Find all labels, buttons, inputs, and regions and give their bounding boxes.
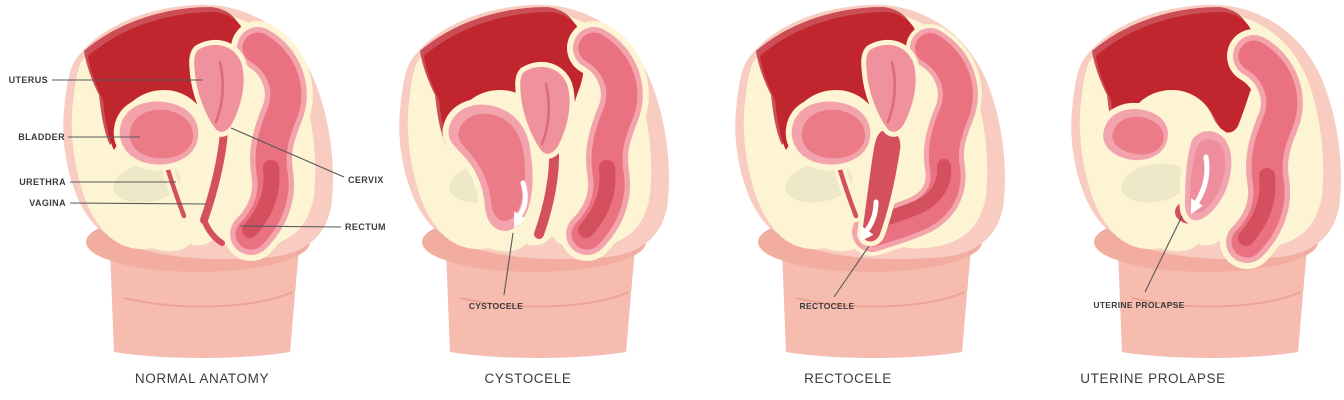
arrow-head — [1191, 198, 1203, 214]
panel-uterine-prolapse: UTERINE PROLAPSE UTERINE PROLAPSE — [1070, 3, 1343, 386]
vagina — [532, 143, 562, 241]
uterine-prolapse-leader-line — [1144, 215, 1183, 293]
bladder-prolapsed — [442, 98, 539, 238]
uterine-prolapse-label: UTERINE PROLAPSE — [1093, 300, 1184, 310]
uterus-label: UTERUS — [9, 75, 48, 85]
bladder-fill — [1112, 116, 1164, 155]
panel-title-uterine-prolapse: UTERINE PROLAPSE — [1080, 371, 1225, 386]
panel-rectocele: RECTOCELE RECTOCELE — [734, 3, 1007, 386]
urethra-label: URETHRA — [19, 177, 66, 187]
bladder-fill — [458, 113, 526, 221]
vagina-leader-line — [69, 202, 208, 205]
rectocele-label: RECTOCELE — [800, 301, 855, 311]
vagina-wide — [856, 124, 906, 247]
rectum — [586, 48, 622, 234]
prolapse-arrow — [1191, 154, 1210, 214]
bladder — [120, 102, 198, 165]
leader-lines — [52, 79, 345, 228]
bladder-displaced — [1097, 103, 1174, 166]
rectum-leader-line — [239, 225, 342, 228]
panel-title-normal-anatomy: NORMAL ANATOMY — [135, 371, 269, 386]
cervix-leader-line — [230, 127, 345, 178]
arrow-head — [860, 225, 874, 241]
panel-title-cystocele: CYSTOCELE — [485, 371, 572, 386]
bladder — [792, 102, 870, 165]
arrow-shaft — [1194, 154, 1210, 205]
cystocele-leader-line — [503, 232, 514, 296]
prolapse-arrow — [860, 199, 879, 241]
rectum — [1246, 56, 1282, 242]
rectum — [250, 48, 286, 234]
bladder-label: BLADDER — [18, 132, 65, 142]
vagina-canal — [862, 130, 901, 242]
panel-cystocele: CYSTOCELE CYSTOCELE — [398, 3, 671, 386]
vagina-canal — [534, 145, 560, 239]
vaginal-opening — [201, 217, 225, 246]
cervix-label: CERVIX — [348, 175, 384, 185]
arrow-shaft — [864, 199, 879, 233]
panel-title-rectocele: RECTOCELE — [804, 371, 892, 386]
vagina-canal — [200, 128, 228, 224]
vagina-label: VAGINA — [29, 198, 66, 208]
arrow-head — [514, 211, 526, 228]
cystocele-label: CYSTOCELE — [469, 301, 524, 311]
vagina — [196, 124, 232, 246]
rectum-label: RECTUM — [345, 222, 386, 232]
panel-normal-anatomy: UTERUS BLADDER URETHRA VAGINA CERVIX REC… — [9, 3, 386, 386]
rectocele-leader-line — [833, 245, 870, 298]
prolapse-arrow — [514, 180, 528, 228]
arrow-shaft — [517, 180, 528, 218]
